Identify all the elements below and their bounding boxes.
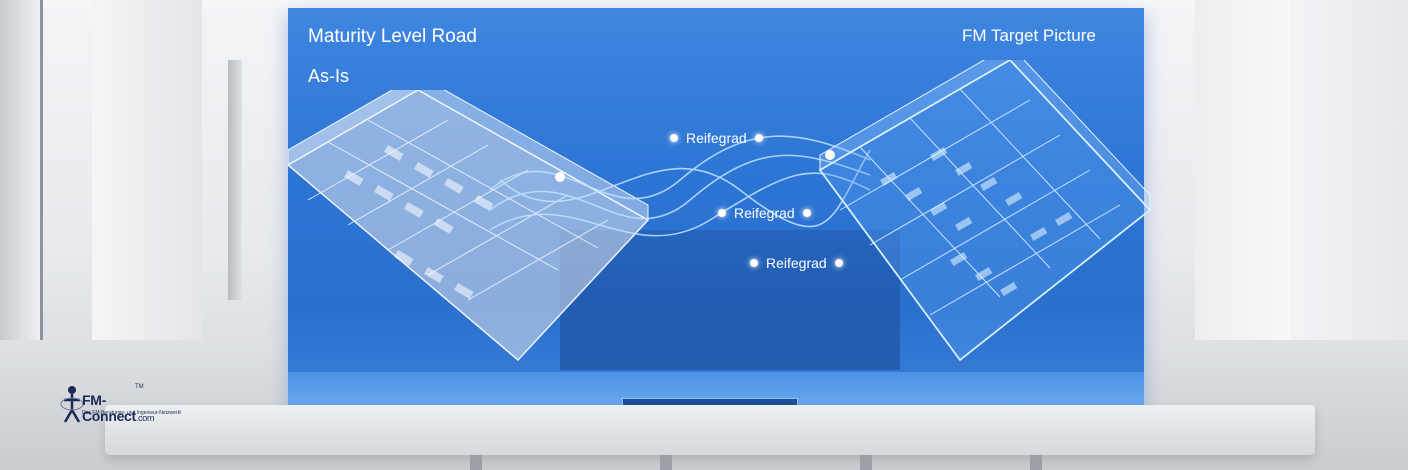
table-leg <box>470 455 482 470</box>
fm-connect-logo: TM FM-Connect.com Das FM-Beratungs- und … <box>60 380 182 430</box>
table-leg <box>1030 455 1042 470</box>
maturity-label-text: Reifegrad <box>686 130 747 146</box>
ceiling <box>0 0 1408 8</box>
maturity-label-text: Reifegrad <box>734 205 795 221</box>
logo-figure-icon <box>60 386 84 423</box>
maturity-label-2: Reifegrad <box>718 205 811 221</box>
logo-brand-name: FM-Connect <box>82 392 136 424</box>
logo-trademark: TM <box>135 384 144 390</box>
right-pillar <box>1195 0 1290 340</box>
as-is-marker <box>555 172 565 182</box>
table-leg <box>860 455 872 470</box>
right-wall <box>1290 0 1408 360</box>
conference-table <box>105 405 1315 455</box>
maturity-label-3: Reifegrad <box>750 255 843 271</box>
bullet-dot <box>718 209 726 217</box>
target-picture-title: FM Target Picture <box>962 26 1096 45</box>
as-is-label: As-Is <box>308 66 350 86</box>
left-window <box>0 0 43 350</box>
logo-brand: FM-Connect.com <box>82 392 175 424</box>
maturity-road-title: Maturity Level Road <box>308 26 477 47</box>
left-pillar <box>92 0 202 360</box>
bullet-dot <box>802 209 811 217</box>
maturity-road-paths <box>489 135 871 237</box>
maturity-label-text: Reifegrad <box>766 255 827 271</box>
maturity-label-1: Reifegrad <box>670 130 763 146</box>
bullet-dot <box>754 134 763 142</box>
window-frame <box>228 60 242 300</box>
bullet-dot <box>750 259 758 267</box>
bullet-dot <box>670 134 678 142</box>
target-floorplan <box>818 60 1152 362</box>
bullet-dot <box>834 259 843 267</box>
table-leg <box>660 455 672 470</box>
logo-tagline: Das FM-Beratungs- und Ingenieur-Netzwerk… <box>82 410 182 416</box>
logo-brand-suffix: .com <box>135 413 155 423</box>
